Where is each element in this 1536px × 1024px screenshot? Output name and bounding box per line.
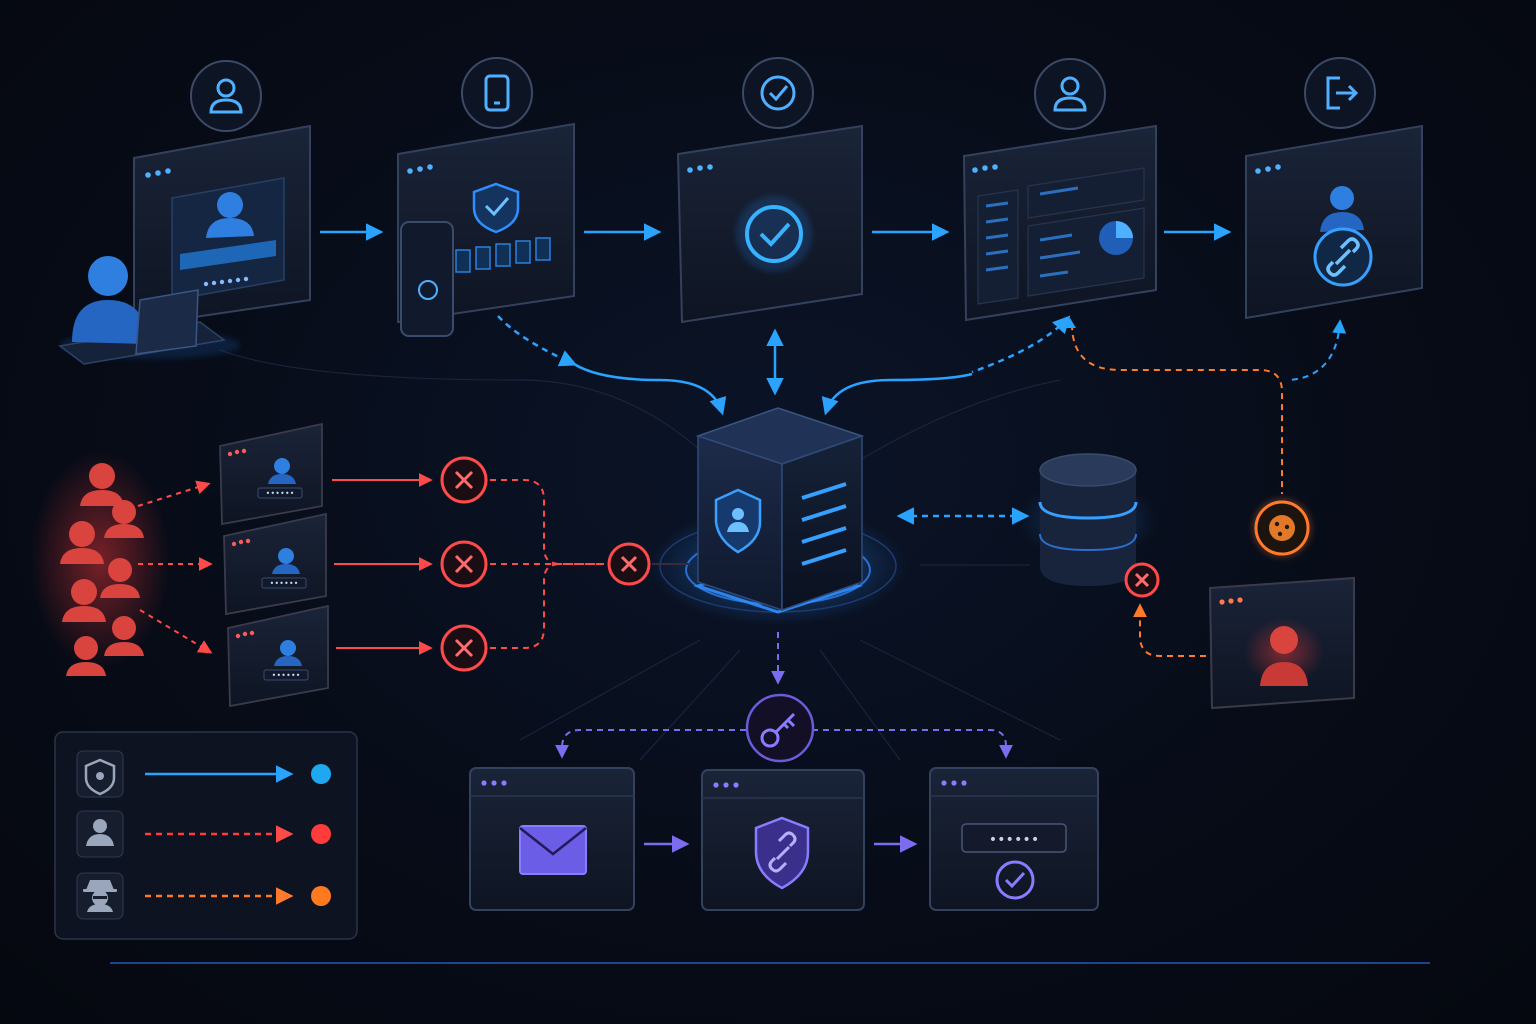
shield-icon: [84, 758, 116, 796]
login-window: [133, 124, 311, 328]
legend-row-secure: [76, 750, 331, 798]
x-circle-icon: [1124, 562, 1160, 598]
recovery-password-window: ••••••: [929, 767, 1099, 911]
step-icon-verified: [742, 57, 814, 129]
arrow-head: [1064, 318, 1076, 328]
mfa-window: [397, 122, 575, 337]
user-icon: [86, 819, 114, 846]
server-vents: [801, 482, 847, 566]
cookie-icon: [1252, 498, 1312, 558]
smartphone-icon: [484, 74, 510, 112]
dashboard-window: [962, 124, 1157, 322]
user-at-laptop: [58, 256, 240, 365]
x-circle-icon: [607, 542, 651, 586]
laptop-icon: [135, 289, 199, 355]
svg-text:••••••: ••••••: [270, 579, 299, 588]
login-avatar: [206, 192, 254, 238]
svg-text:••••••: ••••••: [272, 671, 301, 680]
key-icon: [745, 693, 815, 763]
new-password-field: [961, 823, 1067, 853]
attack-login-window-1: [219, 422, 323, 526]
step-icon-login: [190, 60, 262, 132]
shield-user-icon: [714, 488, 762, 554]
check-circle-icon: [745, 205, 803, 263]
phone-device: [400, 221, 454, 337]
link-circle-icon: [1313, 227, 1373, 287]
logout-window: [1245, 124, 1423, 320]
session-hijack-arrows: [1071, 319, 1347, 657]
envelope-icon: [519, 825, 587, 875]
legend: [54, 731, 358, 940]
shield-link-icon: [754, 816, 810, 890]
recovery-email-window: [469, 767, 635, 911]
background-lines: [219, 349, 1061, 761]
dashboard-sidebar: [977, 189, 1019, 305]
hijacker-window: [1208, 576, 1355, 710]
attack-to-block-arrows: [332, 473, 690, 655]
check-circle-icon: [760, 75, 796, 111]
recovery-link-window: [701, 769, 865, 911]
password-dots: [203, 276, 249, 287]
attack-login-window-3: [227, 604, 329, 708]
x-circle-icon: [440, 624, 488, 672]
legend-row-attack: [76, 810, 331, 858]
x-circle-icon: [440, 456, 488, 504]
step-icon-mfa: [461, 57, 533, 129]
step-icon-dashboard: [1034, 58, 1106, 130]
attack-password-dots: •••••• •••••• ••••••: [266, 489, 301, 680]
spy-icon: [83, 880, 117, 912]
user-icon: [209, 78, 243, 114]
attack-login-window-2: [223, 512, 327, 616]
check-circle-icon: [995, 860, 1035, 900]
logout-icon: [1326, 76, 1359, 110]
sidebar-lines: [985, 201, 1009, 272]
auth-server: [648, 407, 908, 626]
new-password-mask: ••••••: [989, 832, 1040, 848]
verified-window: [676, 124, 863, 324]
user-icon: [1053, 76, 1087, 112]
svg-text:••••••: ••••••: [266, 489, 295, 498]
attack-arrows: [137, 480, 213, 654]
shield-check-icon: [472, 182, 520, 234]
pie-chart-icon: [1099, 221, 1133, 255]
server-connectors: [497, 315, 1071, 525]
database: [1018, 453, 1158, 586]
step-icon-logout: [1304, 57, 1376, 129]
legend-row-hijack: [76, 872, 331, 920]
attacker-group: [30, 450, 170, 676]
recovery-arrows: [555, 632, 1013, 759]
login-field: [180, 240, 276, 270]
x-circle-icon: [440, 540, 488, 588]
otp-code-boxes: [455, 237, 551, 273]
